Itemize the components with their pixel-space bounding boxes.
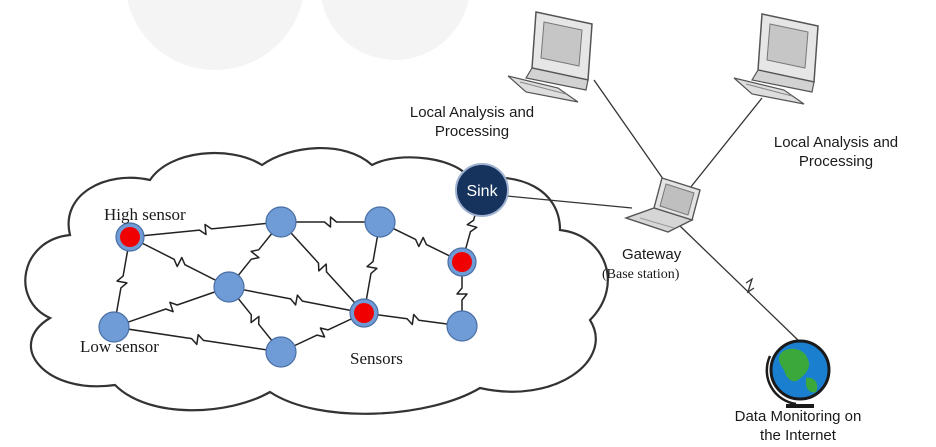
wireless-link bbox=[228, 286, 365, 314]
wireless-link bbox=[129, 221, 282, 238]
sensor-node bbox=[364, 206, 396, 238]
sensor-nodes bbox=[98, 206, 478, 368]
local-analysis-right-line2: Processing bbox=[798, 152, 874, 170]
base-station-label: (Base station) bbox=[602, 267, 680, 282]
sink-label: Sink bbox=[466, 183, 498, 200]
sensors-label: Sensors bbox=[350, 349, 403, 368]
local-analysis-left-label: Local Analysis and Processing bbox=[372, 104, 572, 142]
sensor-node bbox=[213, 271, 245, 303]
internet-label-line1: Data Monitoring on bbox=[734, 408, 862, 425]
sensor-node bbox=[265, 206, 297, 238]
laptop-icon bbox=[623, 177, 701, 233]
high-sensor-label: High sensor bbox=[104, 205, 186, 224]
wireless-link bbox=[113, 236, 131, 328]
low-sensor-node bbox=[98, 311, 130, 343]
wireless-link bbox=[280, 221, 365, 314]
sink-node: Sink bbox=[455, 163, 509, 217]
local-analysis-right-label: Local Analysis and Processing bbox=[736, 134, 936, 172]
link-gateway-internet bbox=[679, 225, 801, 343]
local-analysis-left-line1: Local Analysis and bbox=[409, 104, 535, 121]
internet-label: Data Monitoring on the Internet bbox=[698, 408, 898, 446]
wireless-link bbox=[456, 262, 468, 326]
gateway-label: Gateway bbox=[622, 246, 682, 263]
globe-icon bbox=[765, 339, 831, 408]
desktop-computer-icon bbox=[507, 11, 593, 103]
wireless-link bbox=[228, 221, 282, 288]
link-break-mark bbox=[745, 277, 755, 294]
sensor-node bbox=[265, 336, 297, 368]
sensor-node-red bbox=[447, 247, 477, 277]
wireless-link bbox=[379, 221, 463, 263]
background-wash bbox=[127, 0, 469, 70]
sensor-node bbox=[446, 310, 478, 342]
sensor-node-red bbox=[349, 298, 379, 328]
link-gateway-computer-left bbox=[593, 79, 669, 187]
wireless-link bbox=[129, 236, 230, 288]
desktop-computer-icon bbox=[733, 13, 819, 105]
link-sink-gateway bbox=[506, 195, 633, 209]
low-sensor-label: Low sensor bbox=[80, 337, 159, 356]
local-analysis-right-line1: Local Analysis and bbox=[773, 134, 899, 151]
internet-label-line2: the Internet bbox=[760, 426, 836, 444]
wireless-link bbox=[280, 312, 365, 353]
link-gateway-computer-right bbox=[689, 97, 763, 189]
wireless-link bbox=[113, 326, 282, 353]
high-sensor-node bbox=[115, 222, 145, 252]
sensor-links bbox=[113, 189, 483, 353]
local-analysis-left-line2: Processing bbox=[434, 122, 510, 140]
cloud-icon bbox=[24, 147, 609, 415]
wireless-link bbox=[113, 286, 230, 328]
wireless-link bbox=[281, 216, 380, 228]
wireless-link bbox=[228, 286, 282, 353]
wireless-link bbox=[363, 312, 463, 327]
wireless-link bbox=[363, 221, 381, 314]
gateway-links bbox=[506, 79, 801, 343]
